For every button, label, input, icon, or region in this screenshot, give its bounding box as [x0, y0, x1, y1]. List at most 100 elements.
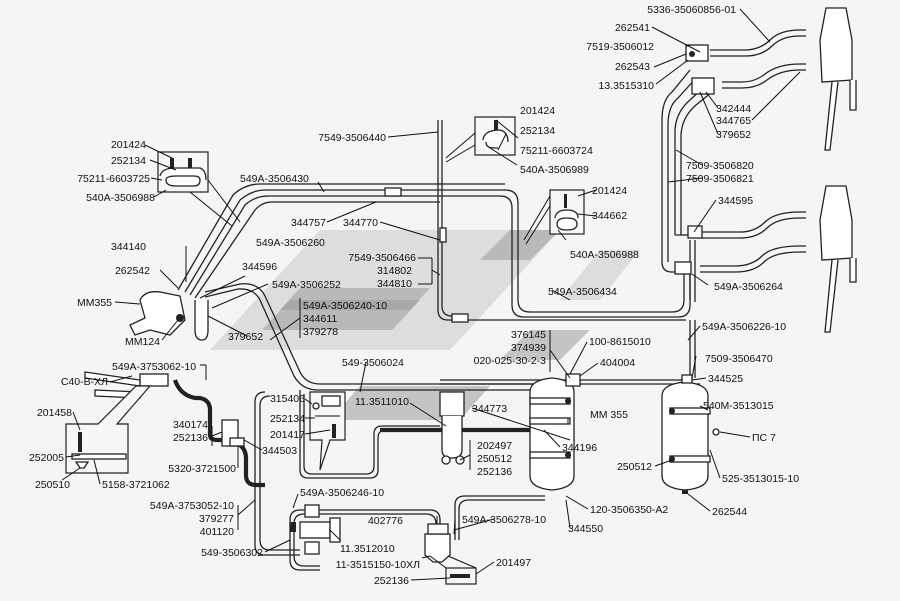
label-549A-3506430: 549A-3506430 — [240, 173, 309, 185]
label-344757: 344757 — [291, 217, 326, 229]
label-PS-7: ПС 7 — [752, 432, 776, 444]
label-402776: 402776 — [368, 515, 403, 527]
brake-chamber-bottom — [819, 185, 857, 333]
label-020-025-30-2-3: 020-025-30-2-3 — [474, 355, 547, 367]
label-120-3506350-A2: 120-3506350-А2 — [590, 504, 668, 516]
label-525-3513015-10: 525-3513015-10 — [722, 473, 799, 485]
label-549-3506024: 549-3506024 — [342, 357, 404, 369]
label-549A-3506434: 549A-3506434 — [548, 286, 617, 298]
label-252134: 252134 — [270, 413, 305, 425]
label-262544: 262544 — [712, 506, 747, 518]
label-549A-3506240-10: 549A-3506240-10 — [303, 300, 387, 312]
label-315406: 315406 — [270, 393, 305, 405]
label-201424: 201424 — [111, 139, 146, 151]
tee-fittings — [384, 187, 703, 387]
label-11-3515150-10KhL: 11-3515150-10ХЛ — [336, 559, 420, 571]
label-201497: 201497 — [496, 557, 531, 569]
label-252134: 252134 — [520, 125, 555, 137]
label-7509-3506470: 7509-3506470 — [705, 353, 773, 365]
detail-box-small — [429, 555, 477, 585]
label-344140: 344140 — [111, 241, 146, 253]
label-340174: 340174 — [173, 419, 208, 431]
label-344611: 344611 — [303, 313, 337, 325]
label-MM355: MM355 — [77, 297, 112, 309]
label-252005: 252005 — [29, 452, 64, 464]
label-5158-3721062: 5158-3721062 — [102, 479, 170, 491]
label-344503: 344503 — [262, 445, 297, 457]
label-540A-3506988: 540A-3506988 — [570, 249, 639, 261]
moisture-separator — [424, 516, 451, 563]
label-404004: 404004 — [600, 357, 635, 369]
label-250512: 250512 — [477, 453, 512, 465]
label-376145: 376145 — [511, 329, 546, 341]
label-250510: 250510 — [35, 479, 70, 491]
part-labels: 5336-35060856-01 262541 7519-3506012 262… — [29, 4, 799, 587]
detail-box-clamp-left — [157, 151, 241, 227]
label-549-3506302: 549-3506302 — [201, 547, 263, 559]
label-549A-3506252: 549A-3506252 — [272, 279, 341, 291]
label-344525: 344525 — [708, 373, 743, 385]
label-549A-3506264: 549A-3506264 — [714, 281, 783, 293]
label-252134: 252134 — [111, 155, 146, 167]
label-201458: 201458 — [37, 407, 72, 419]
label-344595: 344595 — [718, 195, 753, 207]
label-250512: 250512 — [617, 461, 652, 473]
label-100-8615010: 100-8615010 — [589, 336, 651, 348]
label-549A-3753062-10: 549A-3753062-10 — [112, 361, 196, 373]
label-252136: 252136 — [374, 575, 409, 587]
drain-valve — [290, 504, 341, 555]
label-379652: 379652 — [716, 129, 751, 141]
label-540M-3513015: 540М-3513015 — [703, 400, 774, 412]
label-344770: 344770 — [343, 217, 378, 229]
label-344196: 344196 — [562, 442, 597, 454]
label-374939: 374939 — [511, 342, 546, 354]
label-549A-3506246-10: 549A-3506246-10 — [300, 487, 384, 499]
label-7549-3506440: 7549-3506440 — [318, 132, 386, 144]
label-540A-3506989: 540A-3506989 — [520, 164, 589, 176]
label-314802: 314802 — [377, 265, 412, 277]
label-379277: 379277 — [199, 513, 234, 525]
label-5336-35060856-01: 5336-35060856-01 — [647, 4, 736, 16]
label-5320-3721500: 5320-3721500 — [168, 463, 236, 475]
label-252136: 252136 — [477, 466, 512, 478]
label-201424: 201424 — [592, 185, 627, 197]
label-201424: 201424 — [520, 105, 555, 117]
label-342444: 342444 — [716, 103, 751, 115]
label-549A-3506260: 549A-3506260 — [256, 237, 325, 249]
pressure-switch — [221, 419, 245, 447]
label-344596: 344596 — [242, 261, 277, 273]
detail-box-clamp-top — [445, 116, 516, 163]
label-7549-3506466: 7549-3506466 — [348, 252, 416, 264]
detail-box-sensor — [309, 391, 346, 471]
label-549A-3506226-10: 549A-3506226-10 — [702, 321, 786, 333]
label-11-3512010: 11.3512010 — [340, 543, 395, 555]
label-540A-3506988: 540A-3506988 — [86, 192, 155, 204]
label-262541: 262541 — [615, 22, 650, 34]
control-valve-left — [129, 291, 209, 341]
label-344550: 344550 — [568, 523, 603, 535]
detail-box-clamp-mid — [523, 189, 585, 245]
label-252136: 252136 — [173, 432, 208, 444]
label-379652: 379652 — [228, 331, 263, 343]
label-MM124: MM124 — [125, 336, 160, 348]
label-344810: 344810 — [377, 278, 412, 290]
label-549A-3506278-10: 549A-3506278-10 — [462, 514, 546, 526]
leader-lines — [61, 8, 801, 581]
label-549A-3753052-10: 549A-3753052-10 — [150, 500, 234, 512]
label-75211-6603725: 75211-6603725 — [77, 173, 150, 185]
brake-chamber-top — [819, 7, 857, 151]
label-11-3511010: 11.3511010 — [355, 396, 409, 408]
label-344765: 344765 — [716, 115, 751, 127]
label-344773: 344773 — [472, 403, 507, 415]
air-tank-right — [661, 381, 720, 494]
label-262542: 262542 — [115, 265, 150, 277]
label-379278: 379278 — [303, 326, 338, 338]
crane-valve — [439, 391, 465, 465]
label-C40-V-KhL: С40-В-ХЛ — [61, 376, 108, 388]
label-MM-355: MM 355 — [590, 409, 628, 421]
label-201417: 201417 — [270, 429, 305, 441]
label-13-3515310: 13.3515310 — [599, 80, 655, 92]
valve-top-right — [685, 44, 715, 95]
